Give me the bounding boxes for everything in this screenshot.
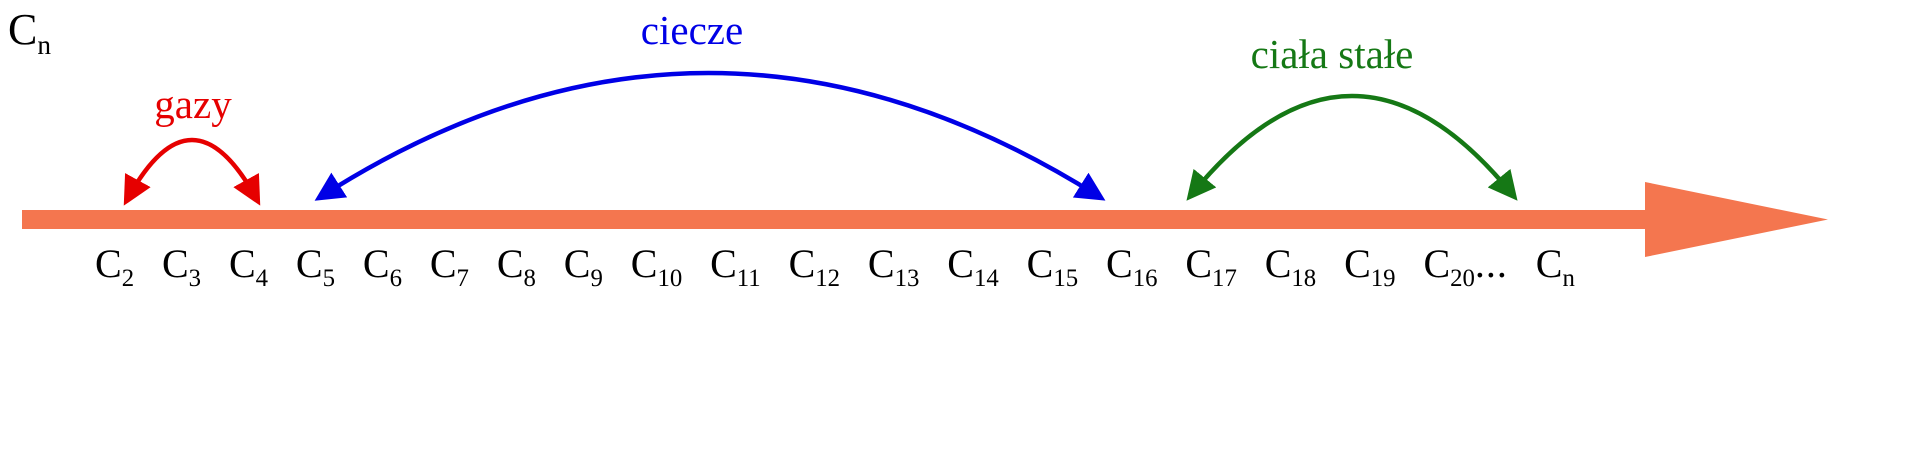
liquids-label: ciecze xyxy=(640,7,744,53)
carbon-number-label: C2 xyxy=(95,241,135,292)
carbon-number-label: C4 xyxy=(228,241,269,292)
carbon-number-row: C2 C3 C4 C5 C6 C7 C8 C9 C10 C11 C12 C13 … xyxy=(95,240,1575,292)
carbon-number-label: C10 xyxy=(630,241,683,292)
carbon-number-label: C14 xyxy=(947,241,999,292)
axis-arrowhead-icon xyxy=(1645,182,1828,257)
carbon-number-label: C13 xyxy=(867,241,920,292)
carbon-number-label: C6 xyxy=(362,241,402,292)
carbon-number-label: C16 xyxy=(1106,241,1158,292)
axis-variable-sub: n xyxy=(37,29,51,60)
carbon-number-label: C3 xyxy=(161,241,202,292)
carbon-number-label: C8 xyxy=(496,241,536,292)
carbon-number-label: C18 xyxy=(1264,241,1317,292)
carbon-number-label: C9 xyxy=(563,241,603,292)
carbon-number-label: C12 xyxy=(788,241,841,292)
carbon-number-label: C5 xyxy=(295,241,335,292)
axis-variable-label: Cn xyxy=(8,5,51,59)
solids-arc-arrow xyxy=(1186,93,1518,201)
liquids-arc-arrow xyxy=(314,70,1106,201)
gases-label: gazy xyxy=(154,81,232,127)
axis-bar xyxy=(22,210,1652,229)
carbon-number-label: C19 xyxy=(1344,241,1396,292)
carbon-number-label: C15 xyxy=(1026,241,1079,292)
carbon-number-label: C17 xyxy=(1185,241,1237,292)
solids-label: ciała stałe xyxy=(1250,31,1414,77)
gases-arc-arrow xyxy=(123,138,261,206)
carbon-number-label: C20... xyxy=(1423,241,1508,292)
carbon-number-label: C7 xyxy=(429,241,469,292)
carbon-number-label: C11 xyxy=(710,241,761,292)
axis-variable-base: C xyxy=(8,5,38,54)
carbon-number-label: Cn xyxy=(1535,241,1575,292)
